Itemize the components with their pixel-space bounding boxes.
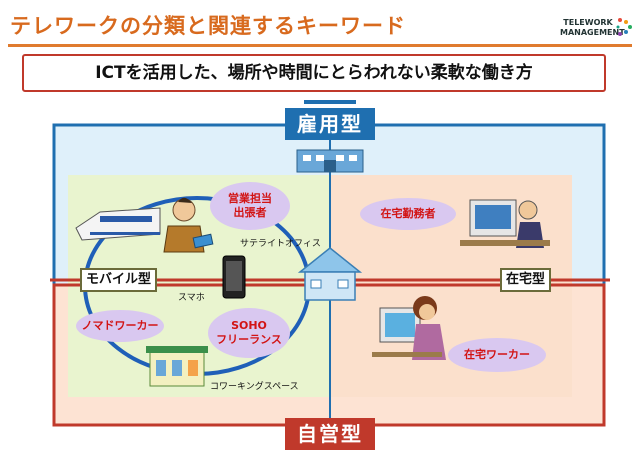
soho-line2: フリーランス bbox=[216, 333, 282, 346]
home-employee-pill: 在宅勤務者 bbox=[360, 198, 456, 230]
page-title: テレワークの分類と関連するキーワード bbox=[10, 14, 406, 38]
coworking-space-label: コワーキングスペース bbox=[210, 382, 299, 392]
smartphone-icon bbox=[222, 255, 246, 299]
home-worker-pill: 在宅ワーカー bbox=[448, 338, 546, 372]
woman-at-computer-icon bbox=[372, 296, 446, 360]
home-office-worker-icon bbox=[460, 199, 550, 248]
nomad-worker-pill: ノマドワーカー bbox=[76, 310, 164, 342]
subtitle-box: ICTを活用した、場所や時間にとらわれない柔軟な働き方 bbox=[22, 54, 606, 92]
businessman-icon bbox=[163, 197, 214, 253]
soho-pill: SOHO フリーランス bbox=[208, 308, 290, 358]
employment-type-tag: 雇用型 bbox=[285, 108, 375, 140]
logo-line1: TELEWORK bbox=[563, 18, 613, 27]
soho-line1: SOHO bbox=[231, 319, 267, 332]
sales-line2: 出張者 bbox=[233, 206, 267, 219]
office-building-icon bbox=[296, 100, 364, 173]
logo-line2: MANAGEMENT bbox=[560, 28, 625, 37]
logo-dots-icon bbox=[616, 18, 632, 36]
sales-traveler-pill: 営業担当 出張者 bbox=[210, 182, 290, 230]
smartphone-label: スマホ bbox=[178, 293, 205, 303]
self-employed-type-tag: 自営型 bbox=[285, 418, 375, 450]
coworking-building-icon bbox=[146, 346, 208, 387]
train-icon bbox=[75, 207, 161, 241]
sales-line1: 営業担当 bbox=[228, 192, 272, 205]
house-icon bbox=[297, 247, 363, 301]
satellite-office-label: サテライトオフィス bbox=[240, 239, 321, 249]
home-type-tag: 在宅型 bbox=[500, 268, 552, 292]
title-underline bbox=[8, 44, 632, 47]
mobile-type-tag: モバイル型 bbox=[80, 268, 158, 292]
logo: TELEWORK MANAGEMENT bbox=[560, 12, 634, 42]
